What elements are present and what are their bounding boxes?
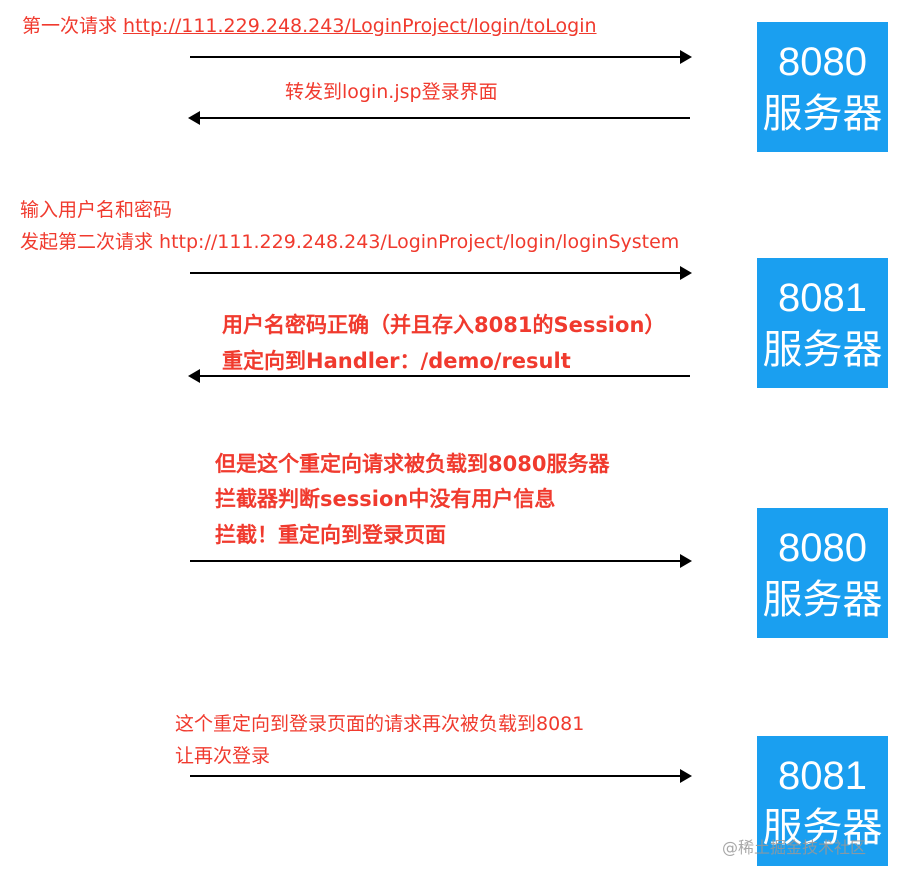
arrow-request-1 [190,50,692,64]
step2-url: http://111.229.248.243/LoginProject/logi… [159,231,680,253]
step4-line2: 让再次登录 [175,745,271,767]
arrow-request-4 [190,769,692,783]
step1-url-link[interactable]: http://111.229.248.243/LoginProject/logi… [123,15,597,37]
server-port: 8080 [778,40,867,84]
step1-reply-text: 转发到login.jsp登录界面 [285,81,498,103]
server-label: 服务器 [762,578,883,622]
step1-prefix: 第一次请求 [22,15,124,37]
server-box-8081-second: 8081 服务器 [757,736,888,866]
step2-request-text: 发起第二次请求 http://111.229.248.243/LoginProj… [20,230,679,254]
step3-line1: 但是这个重定向请求被负载到8080服务器 [215,452,610,476]
arrow-response-2 [188,369,690,383]
step1-request-text: 第一次请求 http://111.229.248.243/LoginProjec… [22,14,597,38]
server-label: 服务器 [762,806,883,850]
server-box-8081: 8081 服务器 [757,258,888,388]
step2-reply1: 用户名密码正确（并且存入8081的Session） [222,313,666,337]
arrow-request-2 [190,266,692,280]
server-label: 服务器 [762,328,883,372]
arrow-request-3 [190,554,692,568]
step2-reply2: 重定向到Handler：/demo/result [222,349,571,373]
step2-line1: 输入用户名和密码 [20,199,173,221]
server-box-8080: 8080 服务器 [757,22,888,152]
step2-prefix: 发起第二次请求 [20,231,160,253]
server-port: 8081 [778,754,867,798]
server-box-8080-second: 8080 服务器 [757,508,888,638]
server-port: 8081 [778,276,867,320]
watermark: @稀土掘金技术社区 [722,838,867,857]
server-port: 8080 [778,526,867,570]
arrow-response-1 [188,111,690,125]
step3-line3: 拦截！重定向到登录页面 [215,523,446,547]
step3-line2: 拦截器判断session中没有用户信息 [215,487,556,511]
server-label: 服务器 [762,92,883,136]
step4-line1: 这个重定向到登录页面的请求再次被负载到8081 [175,713,585,735]
